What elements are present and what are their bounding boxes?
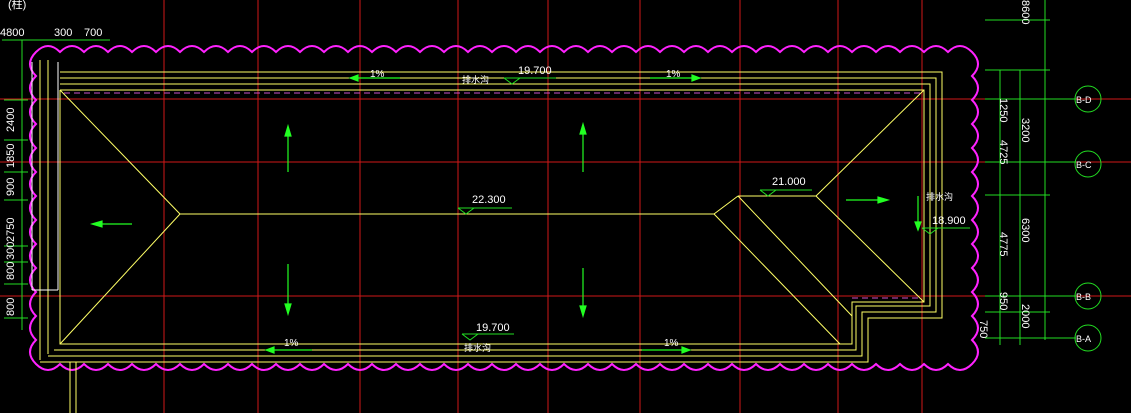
dim-left-1: 1850	[5, 144, 17, 168]
left-wall	[31, 62, 59, 291]
dim-right-outer-2: 2000	[1019, 304, 1031, 328]
horizontal-axis-lines	[0, 98, 1131, 297]
dim-left-4: 300	[5, 242, 17, 260]
grid-bubble-bc	[1074, 150, 1102, 178]
elevation-ridge-right: 21.000	[772, 176, 806, 188]
dim-right-top: 8600	[1019, 0, 1031, 24]
dim-left-2: 900	[5, 178, 17, 196]
grid-label-bd: B-D	[1076, 95, 1092, 105]
grid-bubble-bb	[1074, 282, 1102, 310]
dim-right-inner-4: 750	[977, 320, 989, 338]
slope-bottom-left: 1%	[284, 338, 299, 349]
elevation-bottom-eave: 19.700	[476, 322, 510, 334]
grid-label-ba: B-A	[1076, 334, 1091, 344]
slope-top-left: 1%	[370, 69, 385, 80]
grid-label-bc: B-C	[1076, 160, 1092, 170]
slope-bottom-right: 1%	[664, 338, 679, 349]
left-dimensions	[2, 39, 110, 330]
gutter-label-top: 排水沟	[462, 74, 489, 86]
elevation-right-eave: 18.900	[932, 215, 966, 227]
dim-right-outer-0: 3200	[1019, 118, 1031, 142]
dim-left-0: 2400	[5, 108, 17, 132]
dim-top-left-d: (柱)	[8, 0, 26, 11]
grid-bubble-bd	[1074, 85, 1102, 113]
elevation-top-eave: 19.700	[518, 65, 552, 77]
hip-line	[815, 89, 925, 197]
slope-arrows	[89, 74, 922, 354]
gutter-label-right: 排水沟	[926, 191, 953, 203]
hip-line	[59, 89, 181, 215]
dim-top-left-a: 4800	[0, 27, 24, 39]
dim-right-outer-1: 6300	[1019, 218, 1031, 242]
hip-line	[713, 213, 841, 345]
dim-top-left-b: 300	[54, 27, 72, 39]
dim-top-left-c: 700	[84, 27, 102, 39]
dim-right-inner-0: 1250	[997, 98, 1009, 122]
elevation-markers	[457, 77, 970, 341]
dim-right-inner-1: 4725	[997, 140, 1009, 164]
dim-right-inner-3: 950	[997, 292, 1009, 310]
right-dimensions	[985, 0, 1076, 345]
hip-line	[59, 213, 181, 345]
grid-bubbles	[1074, 85, 1102, 352]
grid-label-bb: B-B	[1076, 292, 1091, 302]
hip-line	[815, 195, 925, 303]
vertical-axis-lines	[163, 0, 923, 413]
outer-outline	[40, 71, 943, 363]
slope-top-right: 1%	[666, 69, 681, 80]
roof-outline	[39, 60, 943, 413]
elevation-ridge: 22.300	[472, 194, 506, 206]
roof-boundary	[59, 89, 925, 345]
dim-right-inner-2: 4775	[997, 232, 1009, 256]
dim-left-3: 2750	[5, 218, 17, 242]
revision-cloud	[29, 45, 979, 371]
grid-bubble-ba	[1074, 324, 1102, 352]
gutter-label-bottom: 排水沟	[464, 342, 491, 354]
dashed-lines	[64, 92, 920, 299]
dim-left-5: 800	[5, 262, 17, 280]
dim-left-6: 800	[5, 298, 17, 316]
